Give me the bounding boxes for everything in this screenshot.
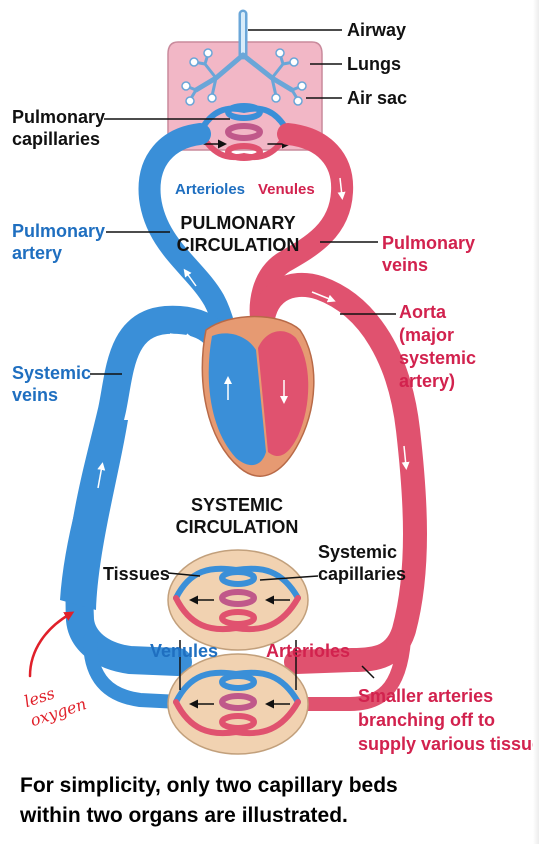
systemic-veins-vessel [60, 305, 248, 709]
label-venules-bottom: Venules [150, 641, 219, 661]
label-aorta-line1: Aorta [399, 302, 447, 322]
label-pulmonary-circulation: PULMONARY CIRCULATION [173, 212, 303, 256]
label-pulmonary-capillaries-line1: Pulmonary [12, 107, 106, 127]
label-venules-top: Venules [258, 181, 315, 198]
heart [201, 315, 315, 477]
label-arterioles-top: Arterioles [175, 181, 246, 198]
label-pulmonary-capillaries-line2: capillaries [12, 129, 101, 149]
airway-tree [184, 9, 304, 102]
label-systemic-veins: Systemic veins [12, 362, 91, 406]
label-aorta: Aorta (major systemic artery) [399, 301, 476, 393]
label-systemic-veins-line1: Systemic [12, 363, 92, 383]
caption-line1: For simplicity, only two capillary beds [20, 774, 398, 797]
pulmonary-capillary-bed [197, 103, 291, 161]
label-lungs: Lungs [347, 54, 401, 74]
label-systemic-veins-line2: veins [12, 385, 59, 405]
aorta-vessel [250, 272, 427, 711]
label-systemic-capillaries-line2: capillaries [318, 564, 407, 584]
label-pulmonary-veins-line2: veins [382, 255, 429, 275]
label-aorta-line4: artery) [399, 371, 456, 391]
label-systemic-circulation: SYSTEMIC CIRCULATION [172, 494, 302, 538]
caption-line2: within two organs are illustrated. [20, 804, 348, 827]
annotation-arrow [28, 611, 75, 678]
label-pulmonary-artery-line2: artery [12, 243, 63, 263]
label-systemic-capillaries-line1: Systemic [318, 542, 398, 562]
label-smaller-arteries: Smaller arteries branching off to supply… [358, 684, 533, 756]
label-pulmonary-capillaries: Pulmonary capillaries [12, 106, 105, 150]
caption: For simplicity, only two capillary beds … [20, 771, 398, 831]
label-systemic-circulation-line2: CIRCULATION [175, 517, 299, 537]
label-pulmonary-circulation-line2: CIRCULATION [176, 235, 300, 255]
label-arterioles-bottom: Arterioles [266, 641, 351, 661]
label-air-sac: Air sac [347, 88, 408, 108]
label-pulmonary-veins-line1: Pulmonary [382, 233, 476, 253]
air-sacs [181, 48, 307, 106]
pulmonary-veins-vessel [249, 123, 354, 337]
lower-tissue-bed [167, 653, 309, 755]
label-tissues: Tissues [103, 564, 170, 584]
label-smaller-arteries-line1: Smaller arteries [358, 686, 494, 706]
label-pulmonary-circulation-line1: PULMONARY [180, 213, 296, 233]
label-smaller-arteries-line3: supply various tissues [358, 734, 533, 754]
label-systemic-circulation-line1: SYSTEMIC [190, 495, 283, 515]
label-pulmonary-artery: Pulmonary artery [12, 220, 105, 264]
label-smaller-arteries-line2: branching off to [358, 710, 495, 730]
label-aorta-line3: systemic [399, 348, 477, 368]
label-pulmonary-veins: Pulmonary veins [382, 232, 475, 276]
label-systemic-capillaries: Systemic capillaries [318, 541, 406, 585]
label-airway: Airway [347, 20, 407, 40]
label-aorta-line2: (major [399, 325, 455, 345]
label-pulmonary-artery-line1: Pulmonary [12, 221, 106, 241]
leader-lines [90, 29, 396, 690]
page-edge-shadow [533, 0, 539, 844]
upper-tissue-bed [167, 549, 309, 651]
